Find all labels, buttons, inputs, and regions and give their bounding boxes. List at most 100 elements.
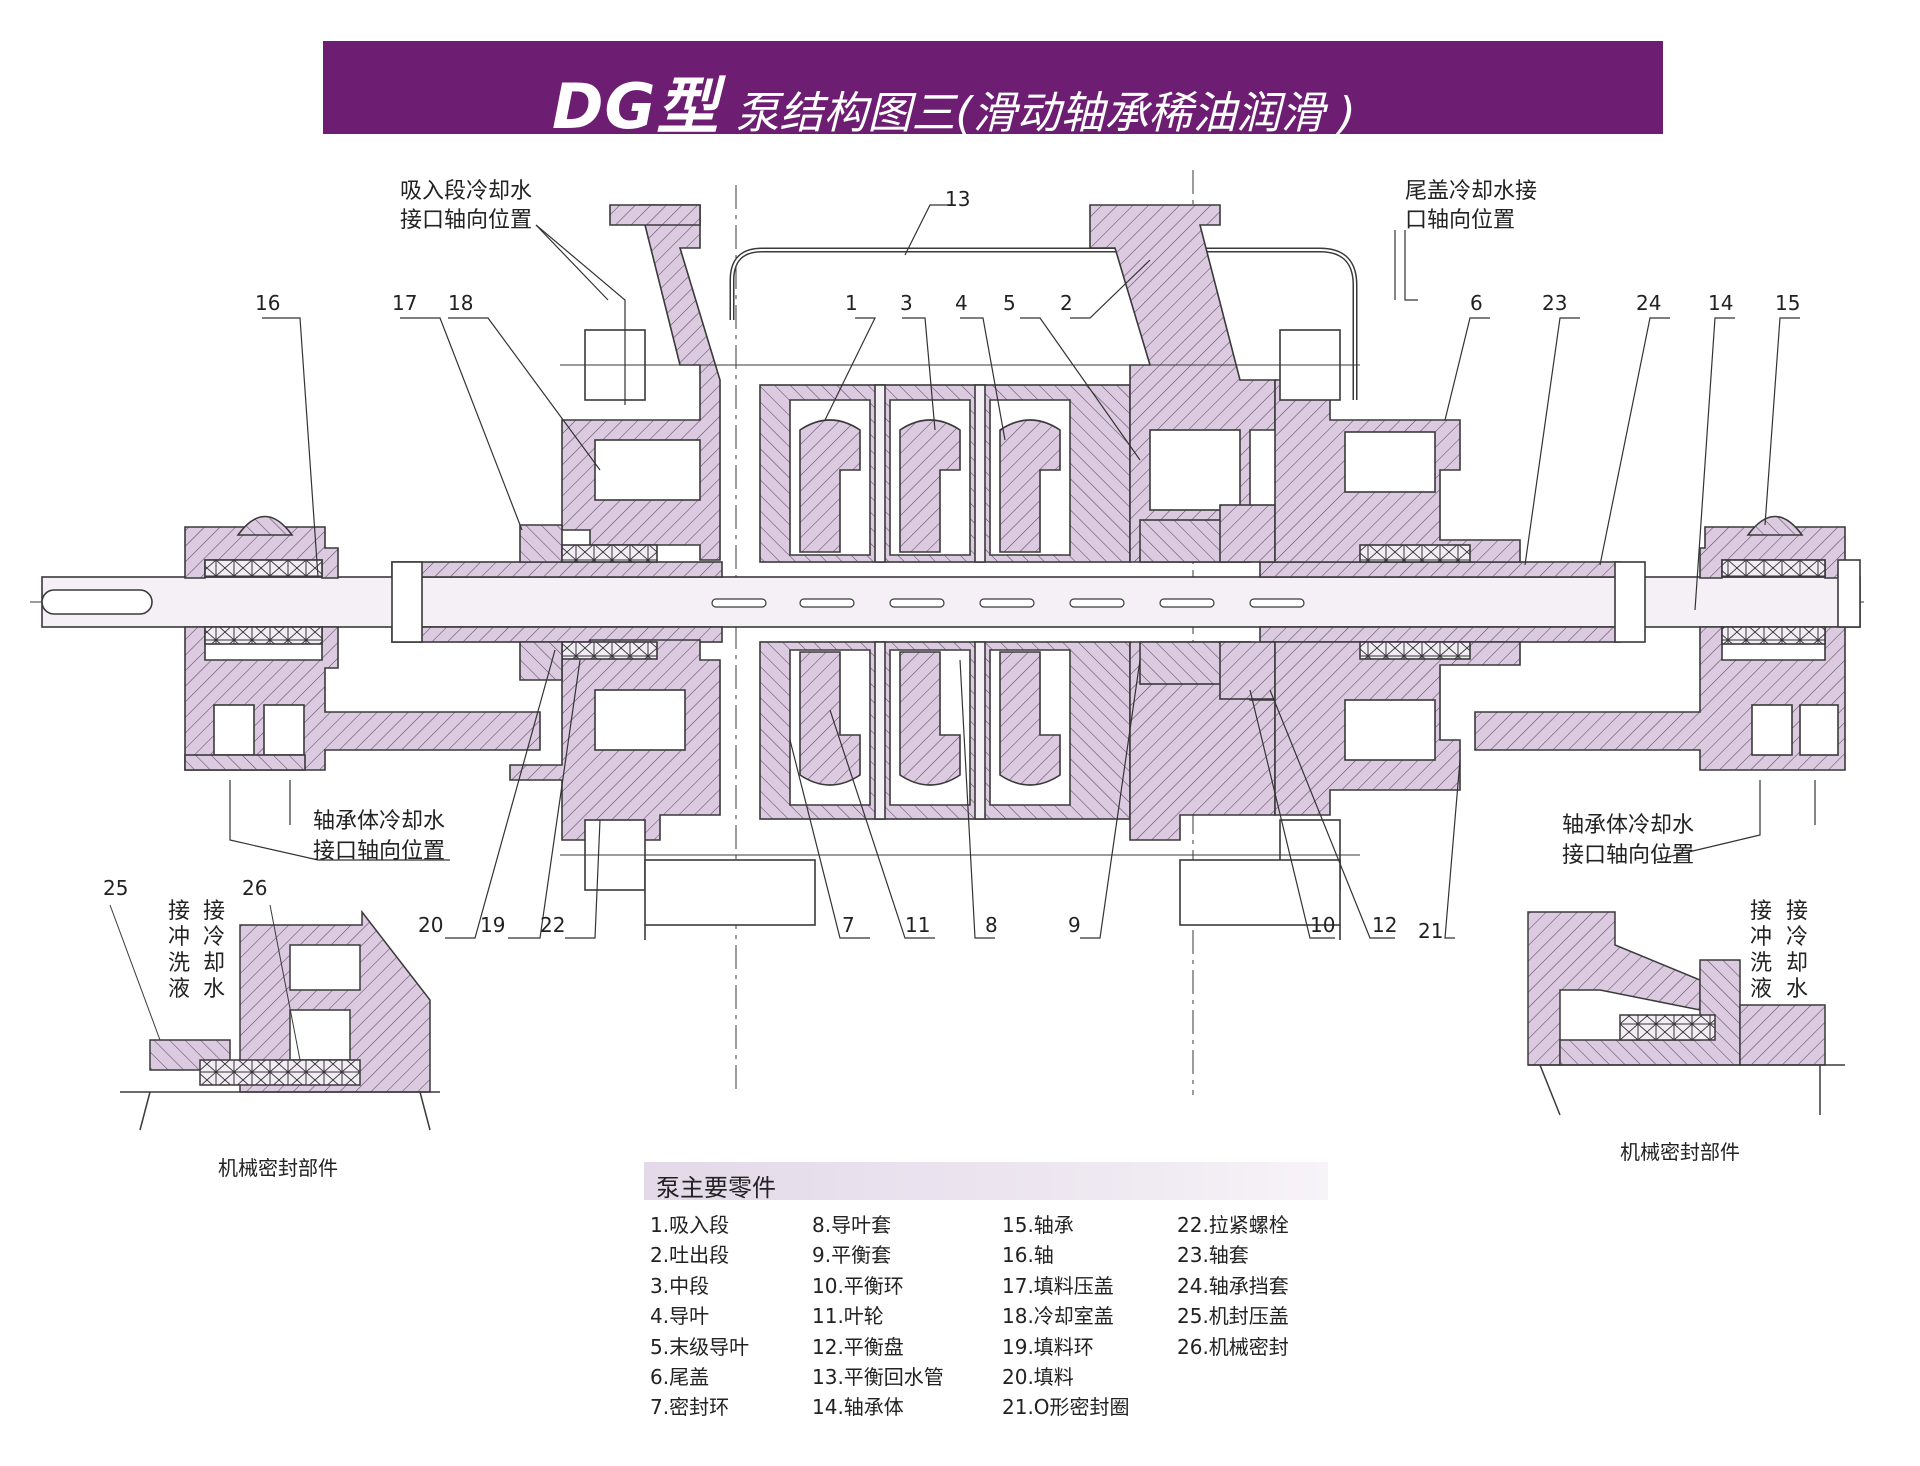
shaft-sleeve-left xyxy=(391,561,723,578)
part-num-20: 20 xyxy=(418,913,443,937)
vlabel-left-b-2: 却 xyxy=(203,951,225,976)
parts-item: 1.吸入段 xyxy=(650,1213,730,1237)
vlabel-right-b-2: 却 xyxy=(1786,951,1808,976)
packing-left xyxy=(561,544,658,563)
vlabel-right-a-2: 洗 xyxy=(1750,951,1772,976)
part-num-16: 16 xyxy=(255,291,280,315)
vlabel-right-b-0: 接 xyxy=(1786,899,1808,924)
vlabel-right-b-3: 水 xyxy=(1786,977,1808,1002)
seal-detail-right xyxy=(1527,911,1845,1116)
callout-tail-cooling-2: 口轴向位置 xyxy=(1405,208,1515,233)
part-num-9: 9 xyxy=(1068,913,1081,937)
balance-disc-lower xyxy=(1219,641,1276,700)
vlabel-left-a-3: 液 xyxy=(168,977,190,1002)
left-bearing-top xyxy=(184,526,339,579)
parts-item: 19.填料环 xyxy=(1002,1334,1094,1359)
impeller-2 xyxy=(899,419,961,553)
vlabel-left-b-3: 水 xyxy=(203,977,225,1002)
part-num-13: 13 xyxy=(945,187,970,211)
part-num-5: 5 xyxy=(1003,291,1016,315)
impeller-3-lower xyxy=(999,651,1061,786)
title-banner xyxy=(323,41,1663,134)
parts-column-2: 8.导叶套 9.平衡套 10.平衡环 11.叶轮 12.平衡盘 13.平衡回水管… xyxy=(812,1210,944,1423)
part-num-26: 26 xyxy=(242,876,267,900)
vlabel-right-b-1: 冷 xyxy=(1786,925,1808,950)
parts-item: 8.导叶套 xyxy=(812,1213,892,1237)
bearing-stop-sleeve-left xyxy=(391,561,423,643)
impeller-1 xyxy=(799,419,861,553)
vlabel-left-b-0: 接 xyxy=(203,899,225,924)
right-oil-cup xyxy=(1746,515,1804,536)
part-num-22: 22 xyxy=(540,913,565,937)
gland-cover-left xyxy=(519,524,563,563)
parts-item: 15.轴承 xyxy=(1002,1213,1074,1237)
part-num-19: 19 xyxy=(480,913,505,937)
suction-cooling-chamber-lower xyxy=(594,689,686,751)
parts-list-title: 泵主要零件 xyxy=(656,1174,776,1202)
page-title: DG型泵结构图三(滑动轴承稀油润滑 ) xyxy=(552,56,1356,146)
callout-bearing-right-1: 轴承体冷却水 xyxy=(1562,813,1694,838)
discharge-chamber xyxy=(1149,429,1241,511)
part-number-labels: 16 17 18 13 1 3 4 5 2 6 23 24 14 15 20 1… xyxy=(103,187,1800,943)
part-num-18: 18 xyxy=(448,291,473,315)
left-bearing-shell-bottom xyxy=(204,626,323,645)
parts-item: 25.机封压盖 xyxy=(1177,1304,1289,1329)
balance-disc xyxy=(1219,504,1276,563)
part-num-14: 14 xyxy=(1708,291,1733,315)
parts-column-3: 15.轴承 16.轴 17.填料压盖 18.冷却室盖 19.填料环 20.填料 … xyxy=(1002,1210,1130,1423)
part-num-7: 7 xyxy=(842,913,855,937)
caption-seal-left: 机械密封部件 xyxy=(218,1156,338,1180)
parts-item: 9.平衡套 xyxy=(812,1243,892,1268)
tail-cooling-chamber xyxy=(1344,431,1436,493)
tail-cooling-chamber-lower xyxy=(1344,699,1436,761)
shaft-sleeve-right xyxy=(1259,561,1621,578)
shaft xyxy=(41,576,1861,628)
right-bearing-shell-bottom xyxy=(1721,626,1826,645)
shaft-keyway xyxy=(41,589,153,615)
part-num-2: 2 xyxy=(1060,291,1073,315)
part-num-6: 6 xyxy=(1470,291,1483,315)
part-num-10: 10 xyxy=(1310,913,1335,937)
parts-item: 4.导叶 xyxy=(650,1304,710,1329)
right-oil-chamber-b xyxy=(1799,704,1839,756)
parts-item: 18.冷却室盖 xyxy=(1002,1304,1114,1329)
callout-bearing-left-2: 接口轴向位置 xyxy=(313,839,445,864)
vlabel-right-a-1: 冲 xyxy=(1750,925,1772,950)
left-bearing-shell-top xyxy=(204,559,323,578)
title-subtitle: 泵结构图三(滑动轴承稀油润滑 ) xyxy=(735,88,1356,139)
caption-seal-right: 机械密封部件 xyxy=(1620,1140,1740,1164)
parts-item: 21.O形密封圈 xyxy=(1002,1395,1130,1420)
pump-foot-right xyxy=(1179,859,1341,926)
middle-stages xyxy=(759,384,1131,820)
part-num-17: 17 xyxy=(392,291,417,315)
vlabel-left-a-1: 冲 xyxy=(168,925,190,950)
parts-item: 13.平衡回水管 xyxy=(812,1364,944,1389)
part-num-3: 3 xyxy=(900,291,913,315)
parts-item: 17.填料压盖 xyxy=(1002,1273,1114,1298)
part-num-4: 4 xyxy=(955,291,968,315)
parts-item: 23.轴套 xyxy=(1177,1243,1249,1268)
parts-item: 12.平衡盘 xyxy=(812,1334,904,1359)
parts-item: 14.轴承体 xyxy=(812,1395,904,1420)
parts-item: 5.末级导叶 xyxy=(650,1334,750,1359)
left-oil-chamber-a xyxy=(213,704,255,756)
part-num-21: 21 xyxy=(1418,919,1443,943)
suction-cooling-chamber xyxy=(594,439,701,501)
balance-return-pipe xyxy=(729,247,1358,400)
callout-suction-cooling-1: 吸入段冷却水 xyxy=(400,179,532,204)
part-num-23: 23 xyxy=(1542,291,1567,315)
parts-item: 6.尾盖 xyxy=(650,1364,710,1389)
pump-body xyxy=(30,170,1870,1095)
gland-cover-left-lower xyxy=(519,641,563,681)
callout-texts: 吸入段冷却水 接口轴向位置 尾盖冷却水接 口轴向位置 轴承体冷却水 接口轴向位置… xyxy=(313,179,1694,868)
parts-column-1: 1.吸入段 2.吐出段 3.中段 4.导叶 5.末级导叶 6.尾盖 7.密封环 xyxy=(650,1210,749,1423)
part-num-11: 11 xyxy=(905,913,930,937)
vlabel-left-b-1: 冷 xyxy=(203,925,225,950)
shaft-slots xyxy=(711,598,1305,608)
part-num-15: 15 xyxy=(1775,291,1800,315)
parts-item: 7.密封环 xyxy=(650,1395,730,1420)
parts-item: 20.填料 xyxy=(1002,1364,1074,1389)
impeller-2-lower xyxy=(899,651,961,786)
pump-foot-left xyxy=(644,859,816,926)
parts-item: 16.轴 xyxy=(1002,1243,1054,1268)
